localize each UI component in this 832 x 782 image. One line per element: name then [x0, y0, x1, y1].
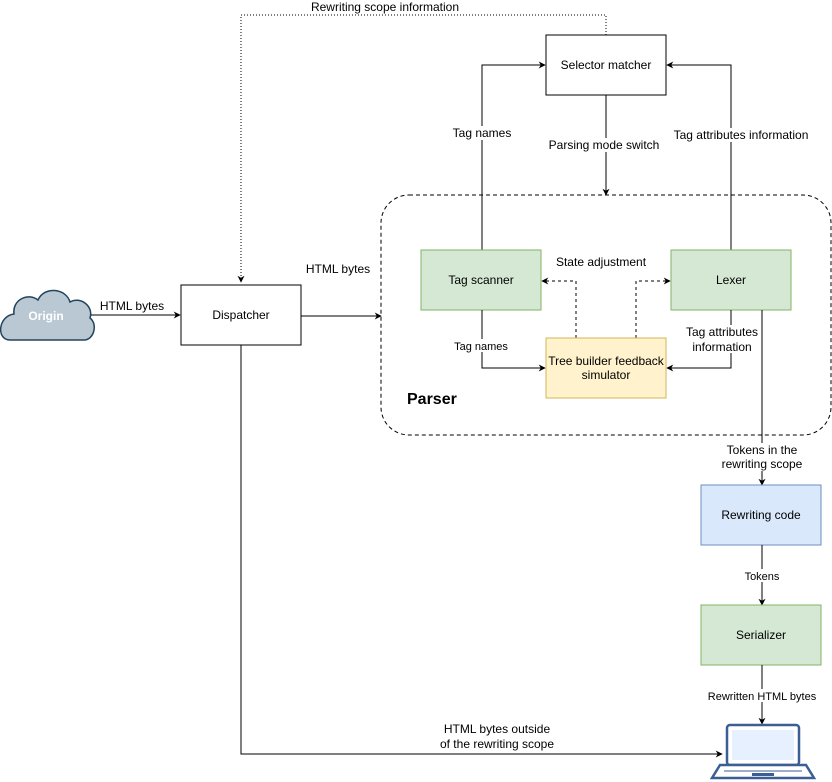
laptop-icon: [709, 723, 817, 780]
parser-label: Parser: [407, 391, 457, 408]
rewriting-scope-label: Rewriting scope information: [311, 0, 459, 14]
rewriting-code-label: Rewriting code: [721, 508, 801, 522]
outside-scope-line1: HTML bytes outside: [444, 722, 551, 736]
state-adjustment-right-edge: [635, 277, 671, 338]
tokens-in-scope-line2: rewriting scope: [722, 457, 803, 471]
tag-attributes-inner-line2: information: [692, 340, 751, 354]
lexer-label: Lexer: [716, 273, 746, 287]
tag-names-inner-label: Tag names: [454, 341, 508, 353]
state-adjustment-left-edge: [541, 277, 577, 338]
dispatcher-node: [180, 284, 302, 346]
tokens-in-scope-line1: Tokens in the: [727, 443, 798, 457]
tag-attributes-inner-line1: Tag attributes: [686, 325, 758, 339]
lexer-to-selector-edge: [666, 61, 732, 250]
tag-scanner-node: [420, 249, 542, 311]
dispatcher-to-client-edge: [240, 345, 723, 758]
tokens-label: Tokens: [745, 571, 780, 583]
tag-scanner-label: Tag scanner: [448, 273, 513, 287]
tag-scanner-to-selector-edge: [481, 61, 546, 250]
cloud-icon: [0, 289, 95, 341]
origin-label: Origin: [28, 309, 63, 323]
selector-matcher-label: Selector matcher: [561, 58, 652, 72]
tag-names-top-label: Tag names: [453, 126, 512, 140]
tag-attributes-top-label: Tag attributes information: [674, 128, 809, 142]
dispatcher-to-parser-label: HTML bytes: [306, 262, 370, 276]
rewritten-bytes-label: Rewritten HTML bytes: [708, 691, 817, 703]
state-adjustment-label: State adjustment: [556, 255, 647, 269]
tag-scanner-to-tree-edge: [481, 310, 546, 372]
parsing-mode-switch-label: Parsing mode switch: [549, 138, 660, 152]
rewriting-code-node: [700, 484, 822, 546]
rewriting-scope-edge: [237, 14, 607, 283]
tree-builder-label-line2: simulator: [582, 368, 631, 382]
serializer-label: Serializer: [736, 628, 786, 642]
origin-node: Origin: [0, 289, 95, 341]
outside-scope-line2: of the rewriting scope: [440, 737, 554, 751]
dispatcher-label: Dispatcher: [212, 308, 269, 322]
tree-builder-label-line1: Tree builder feedback: [548, 354, 665, 368]
serializer-node: [700, 604, 822, 666]
tree-builder-node: [545, 337, 667, 399]
selector-matcher-node: [545, 34, 667, 96]
origin-to-dispatcher-label: HTML bytes: [100, 299, 164, 313]
